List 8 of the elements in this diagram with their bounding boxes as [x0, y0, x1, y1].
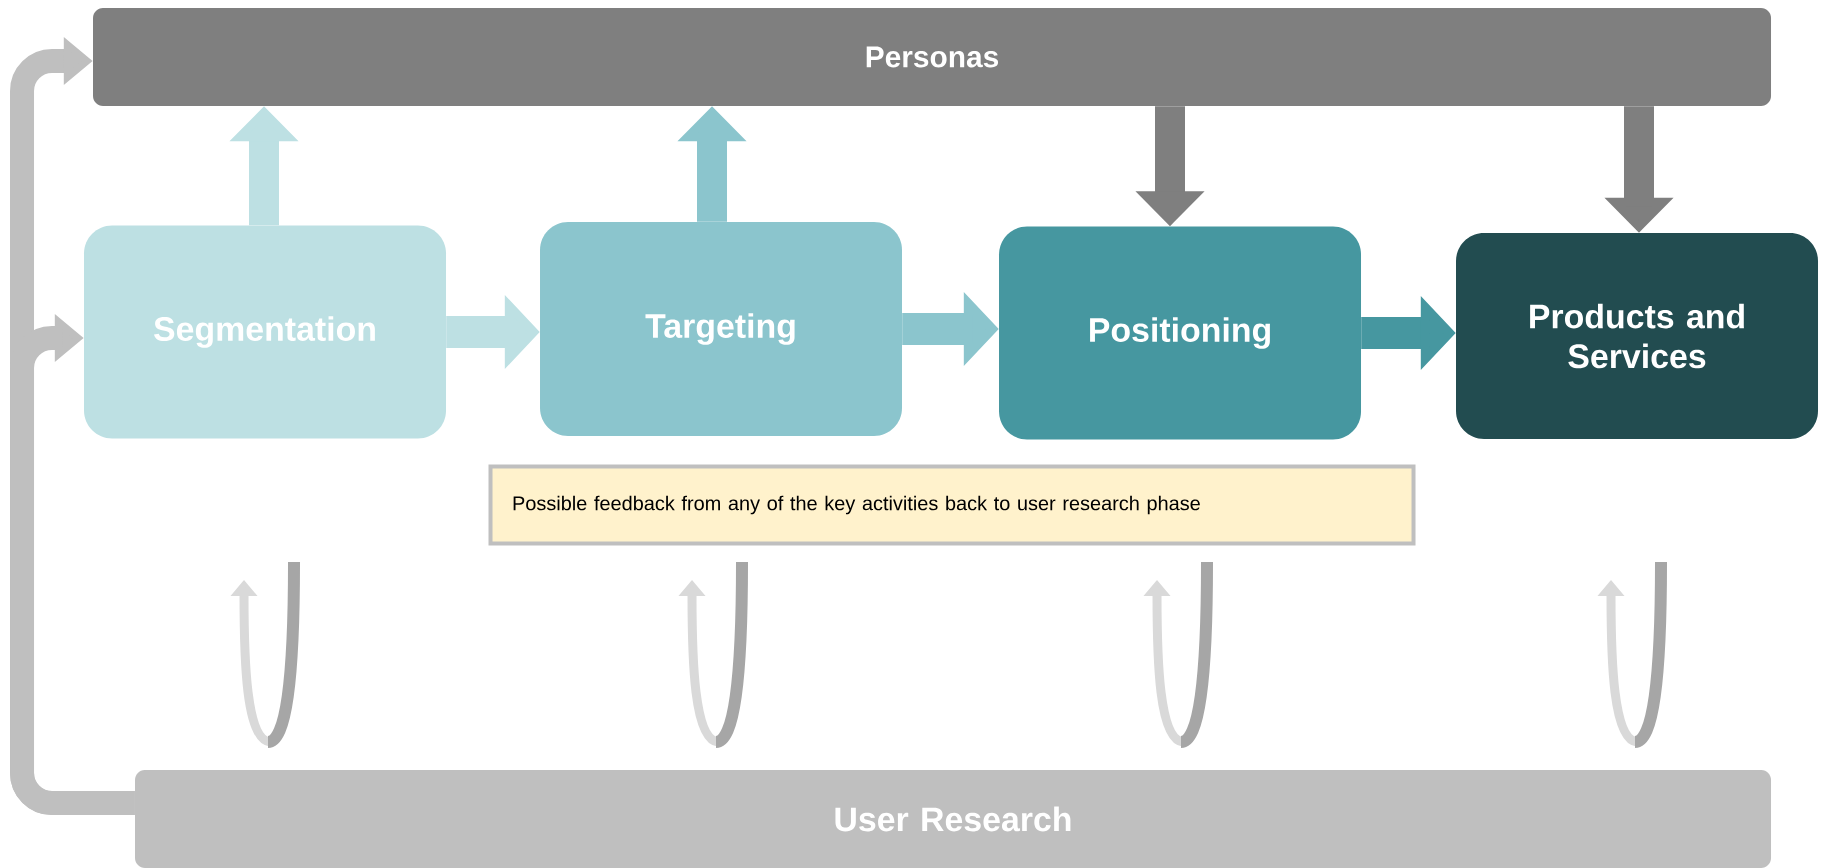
band: User Research: [135, 770, 1771, 868]
arrow: [10, 314, 135, 815]
process-box: Segmentation: [84, 225, 446, 439]
process-box: Positioning: [999, 226, 1361, 440]
band: Personas: [93, 8, 1771, 106]
note-box: Possible feedback from any of the key activities back to user research phase: [488, 464, 1416, 546]
process-box: Products and Services: [1456, 233, 1818, 439]
process-box: Targeting: [540, 222, 902, 436]
